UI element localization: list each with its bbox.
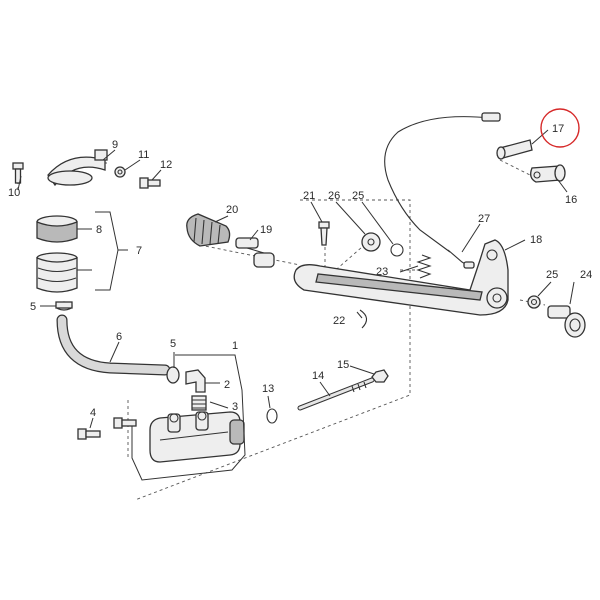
label-11: 11 (138, 149, 149, 161)
reservoir-cap-8 (36, 215, 78, 243)
clip-22 (359, 309, 368, 329)
label-9: 9 (112, 139, 118, 151)
pivot-bolt-24 (547, 305, 586, 338)
label-26: 26 (328, 190, 340, 202)
screw-4-b (113, 417, 137, 429)
washer-26 (361, 232, 381, 252)
reservoir-bracket-9 (47, 149, 108, 187)
washer-11 (114, 166, 126, 178)
master-cylinder-3 (149, 411, 245, 463)
label-5-lower: 5 (170, 338, 176, 350)
label-12: 12 (160, 159, 172, 171)
label-7: 7 (136, 245, 142, 257)
washer-25-right (527, 295, 541, 309)
label-1: 1 (232, 340, 238, 352)
assembly-guide-lines (17, 159, 546, 501)
fitting-2 (185, 369, 206, 393)
pedal-rubber-20 (186, 213, 231, 247)
hose-6 (56, 314, 171, 376)
pin-17 (496, 139, 533, 160)
label-24: 24 (580, 269, 592, 281)
reservoir-body (36, 252, 78, 293)
label-3: 3 (232, 401, 238, 413)
part-labels: 1 2 3 4 5 5 6 7 8 9 10 11 12 13 14 15 16… (8, 123, 592, 419)
label-5-upper: 5 (30, 301, 36, 313)
label-21: 21 (303, 190, 315, 202)
spring-23 (416, 254, 432, 279)
screw-10 (12, 162, 24, 184)
label-10: 10 (8, 187, 20, 199)
label-13: 13 (262, 383, 274, 395)
label-17: 17 (552, 123, 564, 135)
label-15: 15 (337, 359, 349, 371)
bracket-1 (131, 354, 246, 481)
label-25-left: 25 (352, 190, 364, 202)
switch-cable-27 (384, 112, 501, 269)
label-22: 22 (333, 315, 345, 327)
o-ring-13 (266, 408, 278, 424)
pushrod-14 (297, 377, 375, 411)
label-25-right: 25 (546, 269, 558, 281)
screw-12 (139, 177, 161, 189)
label-14: 14 (312, 370, 324, 382)
label-19: 19 (260, 224, 272, 236)
bushing-19 (235, 237, 275, 268)
label-23: 23 (376, 266, 388, 278)
label-20: 20 (226, 204, 238, 216)
o-ring-25-left (390, 243, 404, 257)
clamp-5-lower (166, 366, 180, 384)
label-16: 16 (565, 194, 577, 206)
screw-4-a (77, 428, 101, 440)
clevis-16 (530, 164, 566, 183)
label-6: 6 (116, 331, 122, 343)
nut-15 (371, 369, 389, 383)
leader-lines (17, 129, 575, 429)
label-27: 27 (478, 213, 490, 225)
screw-21 (318, 221, 330, 246)
label-8: 8 (96, 224, 102, 236)
label-4: 4 (90, 407, 96, 419)
highlight-circle-17 (540, 108, 580, 148)
spring-3-top (191, 395, 207, 411)
brake-pedal-18 (293, 239, 509, 316)
label-2: 2 (224, 379, 230, 391)
label-18: 18 (530, 234, 542, 246)
bracket-7 (95, 211, 128, 291)
clamp-5-upper (55, 301, 73, 311)
